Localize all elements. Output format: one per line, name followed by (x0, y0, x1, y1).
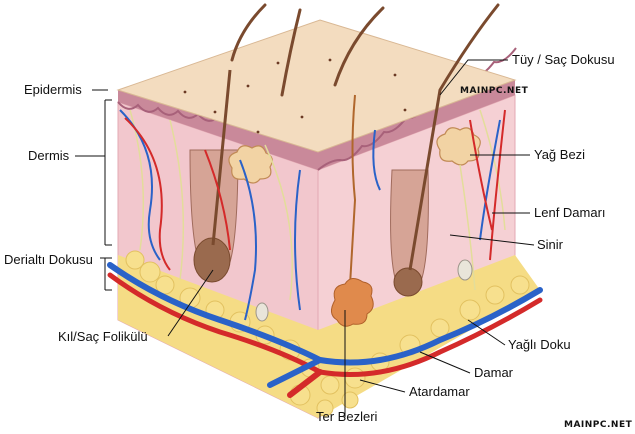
label-dermis: Dermis (28, 148, 70, 163)
label-vein: Damar (474, 365, 514, 380)
label-subcutis: Derialtı Dokusu (4, 252, 93, 267)
label-fat: Yağlı Doku (508, 337, 571, 352)
arteries (124, 109, 506, 271)
label-sebaceous: Yağ Bezi (534, 147, 586, 162)
sweat-gland (331, 94, 374, 327)
label-nerve: Sinir (537, 237, 564, 252)
sebaceous-glands (228, 127, 481, 184)
hair-shafts (230, 3, 500, 97)
skin-surface (116, 19, 517, 153)
label-artery: Atardamar (409, 384, 470, 399)
epidermis-side (318, 80, 515, 170)
pacinian-corpuscles (255, 259, 473, 322)
fat-layer-side (318, 255, 540, 418)
watermark-bottom: MAINPC.NET (564, 420, 633, 430)
watermark-top: MAINPC.NET (460, 86, 529, 96)
hair-follicles (189, 69, 442, 297)
label-sweat: Ter Bezleri (316, 409, 378, 424)
leader-lines (75, 59, 535, 417)
label-lymph: Lenf Damarı (534, 205, 606, 220)
label-epidermis: Epidermis (24, 82, 82, 97)
label-hair: Tüy / Saç Dokusu (512, 52, 615, 67)
label-follicle: Kıl/Saç Folikülü (58, 329, 148, 344)
skin-pores (183, 58, 407, 134)
